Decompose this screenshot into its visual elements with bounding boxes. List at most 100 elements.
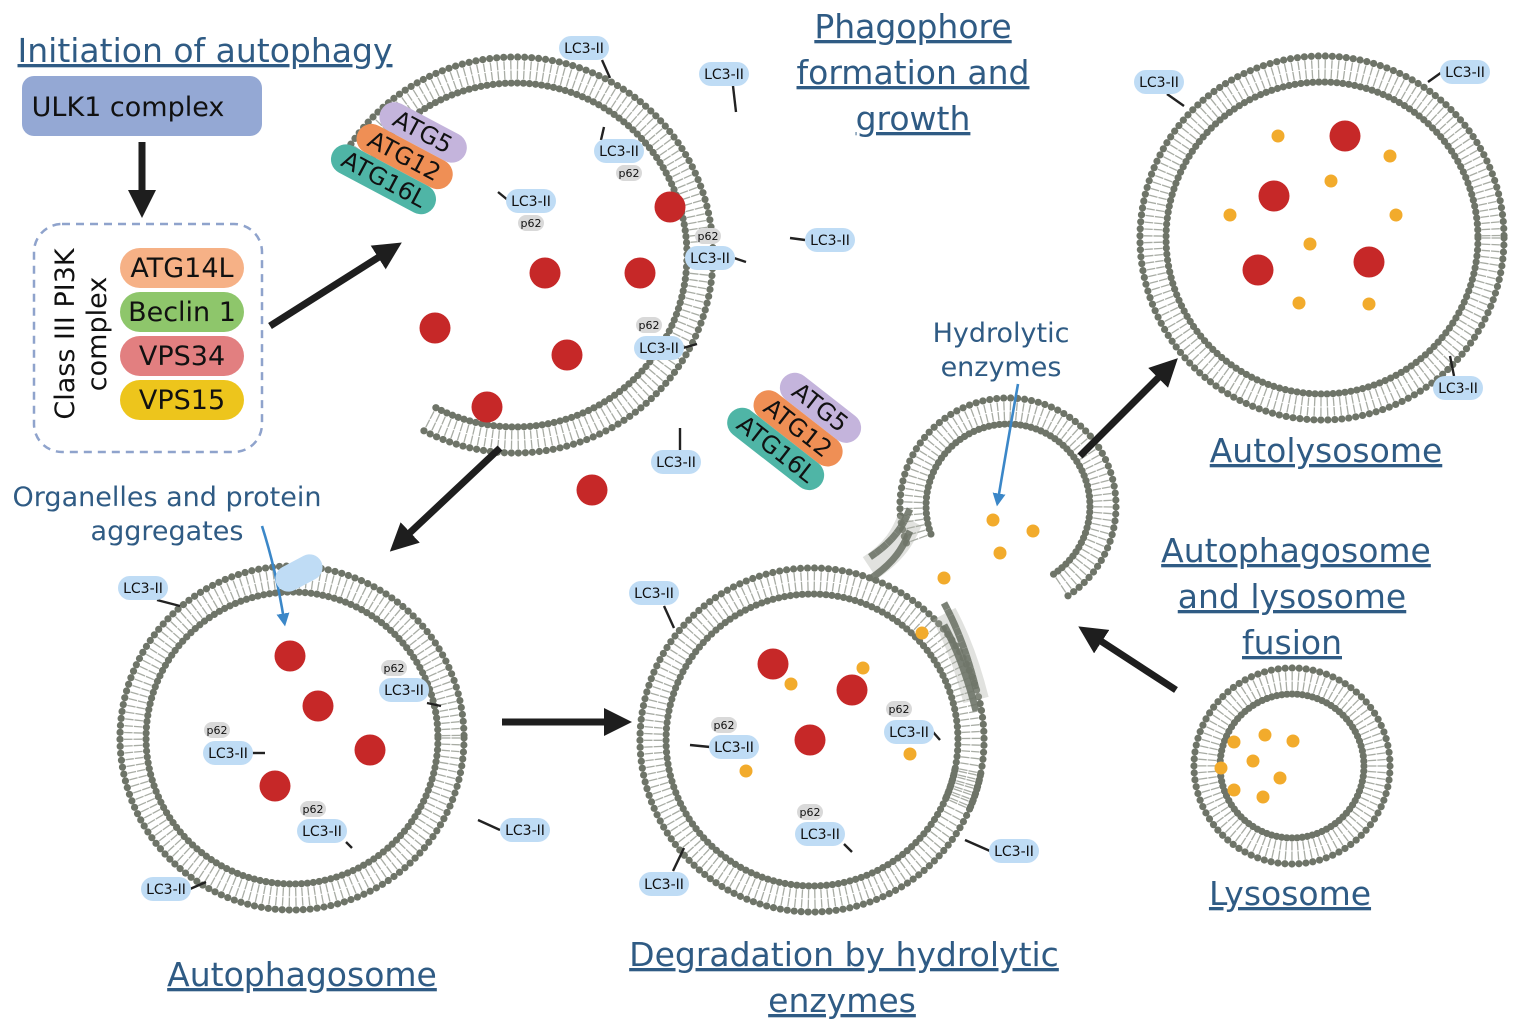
atg14l-label: ATG14L [130, 253, 233, 284]
hydrolytic-enzyme [1257, 791, 1270, 804]
p62-label: p62 [303, 803, 324, 816]
lc3-marker: LC3-II [1428, 60, 1490, 84]
cargo-particle [303, 691, 334, 722]
vps15-label: VPS15 [139, 385, 225, 416]
hydrolytic-enzyme [1272, 130, 1285, 143]
lc3-label: LC3-II [634, 586, 674, 602]
cargo-particle [552, 340, 583, 371]
p62-label: p62 [714, 719, 735, 732]
hydrolytic-enzyme [1247, 755, 1260, 768]
lc3-marker: LC3-II p62 [795, 804, 852, 852]
hydrolytic-enzyme [938, 572, 951, 585]
p62-label: p62 [619, 167, 640, 180]
lc3-label: LC3-II [1438, 381, 1478, 397]
p62-label: p62 [800, 806, 821, 819]
lc3-label: LC3-II [1139, 75, 1179, 91]
lc3-label: LC3-II [208, 746, 248, 762]
hydrolytic-enzyme [1390, 209, 1403, 222]
phagophore-to-autophagosome-arrow [400, 448, 500, 542]
lc3-label: LC3-II [384, 683, 424, 699]
lc3-label: LC3-II [123, 581, 163, 597]
lc3-label: LC3-II [1445, 65, 1485, 81]
hydrolytic-enzyme [1304, 238, 1317, 251]
hydrolytic-enzyme [1215, 762, 1228, 775]
hydrolytic-enzyme [857, 662, 870, 675]
hydrolytic-enzyme [1027, 525, 1040, 538]
phagophore-title-line1: Phagophore [814, 7, 1011, 46]
cargo-particle [420, 313, 451, 344]
hydrolytic-enzyme [1228, 784, 1241, 797]
lc3-label: LC3-II [146, 882, 186, 898]
hydrolytic-enzyme [1274, 772, 1287, 785]
hydrolytic-enzyme [1384, 150, 1397, 163]
hydrolytic-enzyme [1287, 735, 1300, 748]
lc3-label: LC3-II [302, 824, 342, 840]
lc3-marker: LC3-II [790, 228, 855, 252]
autophagosome-membrane [116, 562, 467, 913]
p62-label: p62 [207, 724, 228, 737]
cargo-particle [758, 649, 789, 680]
lc3-marker: LC3-II [629, 581, 679, 628]
lc3-label: LC3-II [505, 823, 545, 839]
initiation-title: Initiation of autophagy [18, 31, 393, 70]
lc3-marker: LC3-II [639, 848, 689, 896]
cargo-particle [1330, 121, 1361, 152]
p62-label: p62 [384, 662, 405, 675]
cargo-particle [260, 771, 291, 802]
cargo-particle [1354, 247, 1385, 278]
p62-label: p62 [698, 230, 719, 243]
cargo-particle [625, 258, 656, 289]
degradation-title-line2: enzymes [768, 981, 916, 1020]
lc3-label: LC3-II [599, 144, 639, 160]
lc3-marker: LC3-II [478, 818, 550, 842]
pi3k-label-line1: Class III PI3K [50, 247, 81, 420]
hydrolytic-enzyme [1224, 209, 1237, 222]
hydrolytic-enzyme [1259, 729, 1272, 742]
cargo-particle [795, 725, 826, 756]
lc3-label: LC3-II [511, 194, 551, 210]
lc3-marker: LC3-II p62 [690, 717, 759, 759]
hydrolytic-enzyme [987, 514, 1000, 527]
hydrolytic-note-line1: Hydrolytic [933, 318, 1070, 349]
lc3-marker: LC3-II [965, 839, 1039, 863]
lc3-label: LC3-II [800, 827, 840, 843]
lc3-label: LC3-II [644, 877, 684, 893]
cargo-particle [530, 258, 561, 289]
lc3-label: LC3-II [810, 233, 850, 249]
vps34-label: VPS34 [139, 341, 225, 372]
autophagosome-title: Autophagosome [167, 955, 437, 994]
cargo-particle [355, 735, 386, 766]
fusion-title-line3: fusion [1242, 623, 1342, 662]
hydrolytic-enzyme [1363, 298, 1376, 311]
lc3-label: LC3-II [714, 740, 754, 756]
organelles-note-line2: aggregates [91, 516, 244, 547]
cargo-particle [655, 192, 686, 223]
p62-label: p62 [639, 319, 660, 332]
hydrolytic-enzyme [1293, 297, 1306, 310]
hydrolytic-enzyme [740, 765, 753, 778]
ulk1-complex-label: ULK1 complex [32, 92, 225, 123]
lc3-label: LC3-II [994, 844, 1034, 860]
pi3k-label-line2: complex [82, 277, 113, 391]
cargo-particle [472, 392, 503, 423]
hydrolytic-pointer [998, 384, 1018, 500]
cargo-particle [837, 675, 868, 706]
phagophore-title-line2: formation and [797, 53, 1030, 92]
hydrolytic-enzyme [994, 547, 1007, 560]
hydrolytic-enzyme [1325, 175, 1338, 188]
lysosome-title: Lysosome [1209, 874, 1371, 913]
hydrolytic-enzyme [1228, 736, 1241, 749]
fusion-title-line2: and lysosome [1178, 577, 1407, 616]
hydrolytic-note-line2: enzymes [941, 352, 1062, 383]
lc3-marker: LC3-II p62 [297, 801, 352, 848]
lc3-label: LC3-II [889, 725, 929, 741]
hydrolytic-enzyme [904, 748, 917, 761]
cargo-particle [1243, 255, 1274, 286]
lc3-label: LC3-II [564, 41, 604, 57]
lysosome-to-fusion-arrow [1090, 634, 1176, 690]
pi3k-to-phagophore-arrow [270, 250, 390, 326]
pi3k-complex-label: Class III PI3K complex [50, 247, 113, 420]
